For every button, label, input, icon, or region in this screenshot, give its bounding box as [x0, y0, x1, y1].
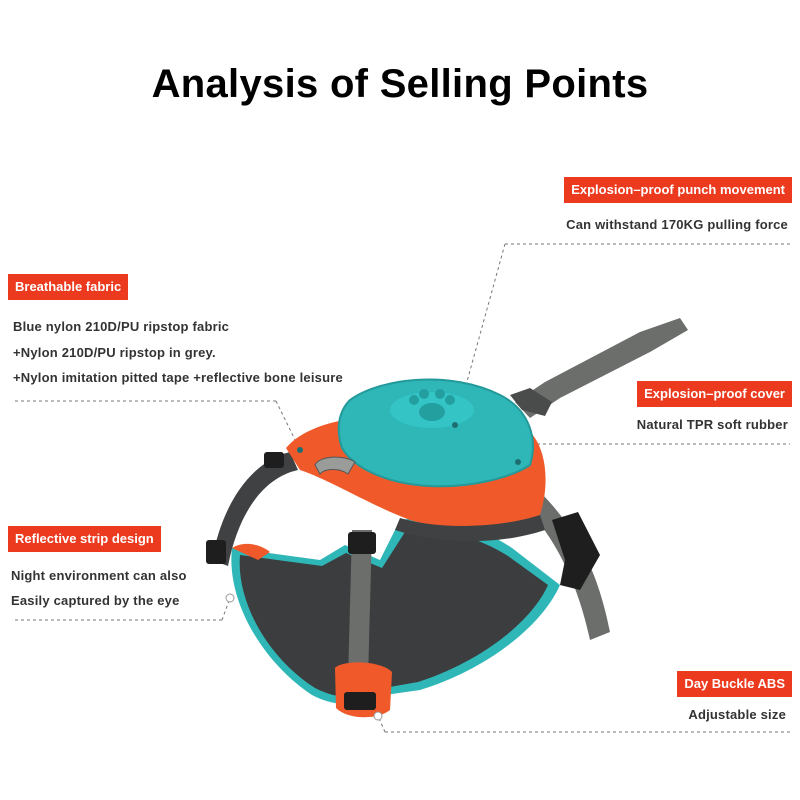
reflective-strip-marker: [225, 593, 235, 603]
reflective-desc-line-1: Night environment can also: [11, 568, 187, 583]
day-buckle-label: Day Buckle ABS: [677, 671, 792, 697]
day-buckle-desc: Adjustable size: [688, 707, 786, 722]
explosion-proof-cover: [337, 378, 534, 488]
punch-movement-desc: Can withstand 170KG pulling force: [566, 217, 788, 232]
fabric-desc-line-3: +Nylon imitation pitted tape +reflective…: [13, 370, 343, 385]
paw-print-icon: [409, 389, 455, 421]
chest-strap: [348, 530, 372, 680]
side-strap-right: [520, 492, 610, 640]
cover-label: Explosion–proof cover: [637, 381, 792, 407]
breathable-fabric-label: Breathable fabric: [8, 274, 129, 300]
handle-ring: [510, 388, 552, 416]
d-ring: [314, 456, 356, 475]
reflective-desc-line-2: Easily captured by the eye: [11, 593, 180, 608]
cover-desc: Natural TPR soft rubber: [636, 417, 788, 432]
belly-pad: [239, 530, 549, 698]
page-title: Analysis of Selling Points: [151, 62, 649, 106]
shoulder-strap-left: [212, 452, 298, 566]
strap-clip-left: [206, 540, 226, 564]
fabric-desc-line-1: Blue nylon 210D/PU ripstop fabric: [13, 319, 230, 334]
handle-strap: [515, 318, 688, 418]
reflective-strip-label: Reflective strip design: [8, 526, 161, 552]
day-buckle: [552, 512, 600, 590]
fabric-desc-line-2: +Nylon 210D/PU ripstop in grey.: [13, 345, 216, 360]
punch-movement-label: Explosion–proof punch movement: [564, 177, 792, 203]
